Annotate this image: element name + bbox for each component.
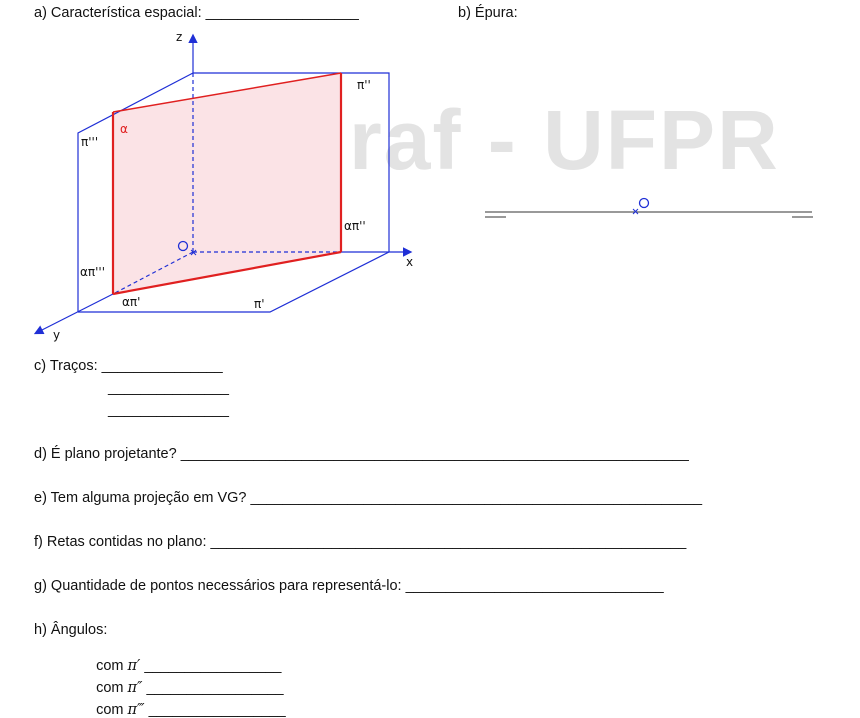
angle-prefix: com [96, 658, 128, 674]
angle-blank: _________________ [142, 680, 284, 696]
question-c-line3: _______________ [108, 402, 229, 418]
trace-alpha-pi3: απ''' [80, 265, 105, 279]
axes [33, 33, 413, 335]
projection-box [77, 72, 390, 313]
question-c-line2: _______________ [108, 380, 229, 396]
origin-marker [177, 240, 189, 252]
pi1-label: π' [254, 297, 265, 311]
angle-pi2-row: com π″ _________________ [88, 664, 284, 696]
pi2-label: π'' [357, 78, 371, 92]
angle-symbol: π″ [127, 680, 143, 696]
trace-alpha-pi1: απ' [122, 295, 140, 309]
question-d: d) É plano projetante? _________________… [34, 446, 689, 462]
plane-alpha-label: α [120, 122, 128, 136]
angle-pi1-row: com π′ _________________ [88, 642, 281, 674]
question-g: g) Quantidade de pontos necessários para… [34, 578, 664, 594]
plane-alpha-fill [113, 73, 341, 294]
angle-prefix: com [96, 680, 128, 696]
question-e: e) Tem alguma projeção em VG? __________… [34, 490, 703, 506]
hidden-axes [112, 73, 341, 295]
question-f: f) Retas contidas no plano: ____________… [34, 534, 687, 550]
axis-z-label: z [176, 30, 182, 44]
question-c: c) Traços: _______________ [34, 358, 223, 374]
axis-y [33, 293, 114, 335]
trace-alpha-pi2: απ'' [344, 219, 366, 233]
axis-y-label: y [53, 328, 60, 342]
axis-x-label: x [406, 255, 413, 269]
pi3-label: π''' [81, 135, 98, 149]
epura-origin-marker [638, 197, 650, 209]
question-b: b) Épura: [458, 5, 518, 21]
plane-alpha-outline [111, 72, 343, 296]
epura [485, 197, 813, 218]
angle-symbol: π′ [127, 658, 141, 674]
question-h: h) Ângulos: [34, 622, 108, 638]
angle-blank: _________________ [140, 658, 282, 674]
origin-cross [190, 249, 197, 256]
question-a: a) Característica espacial: ____________… [34, 5, 359, 21]
